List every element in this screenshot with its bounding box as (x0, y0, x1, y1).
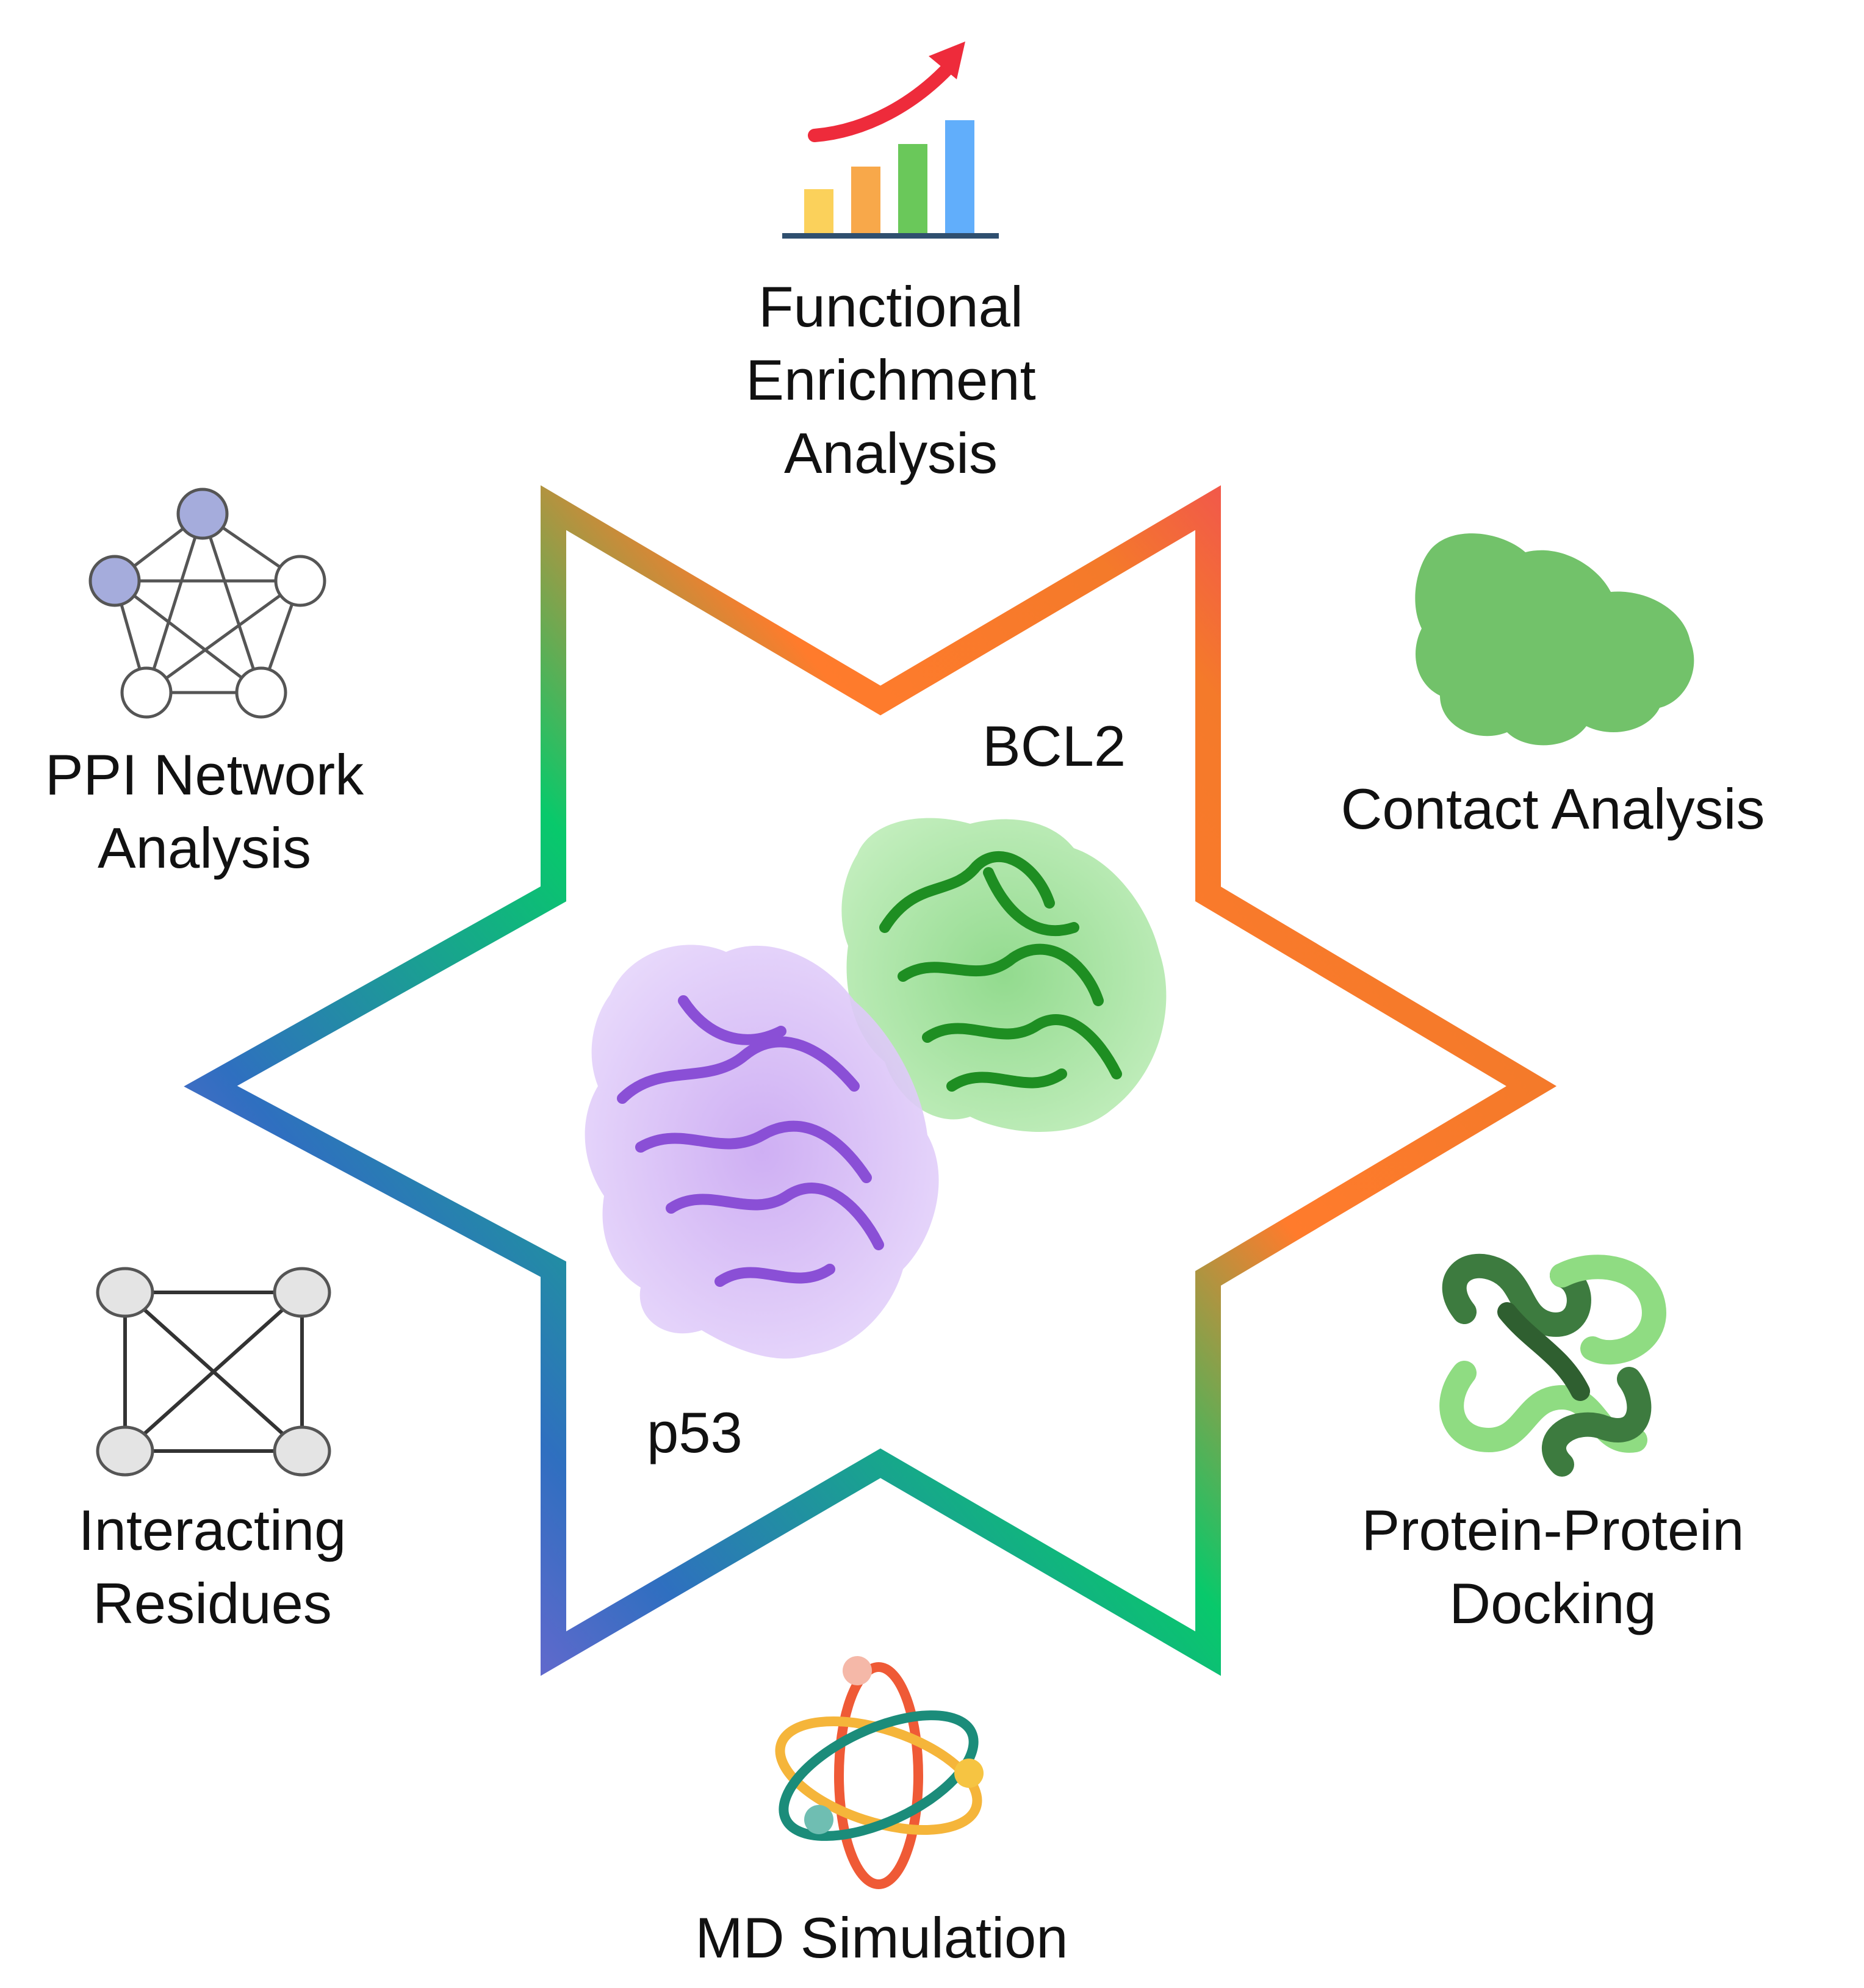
bar-chart-growth-icon (782, 41, 999, 239)
pentagon-network-icon (88, 488, 326, 719)
interacting-residues-line2: Residues (93, 1571, 332, 1635)
docking-line1: Protein-Protein (1362, 1498, 1744, 1562)
atom-orbit-icon (775, 1656, 984, 1889)
node-protein-protein-docking: Protein-Protein Docking (1362, 1253, 1744, 1635)
p53-protein-structure (585, 945, 939, 1359)
node-ppi-network: PPI Network Analysis (45, 488, 364, 880)
node-contact-analysis: Contact Analysis (1341, 533, 1765, 841)
protein-surface-icon (1415, 533, 1694, 746)
bcl2-label: BCL2 (982, 714, 1126, 778)
node-functional-enrichment: Functional Enrichment Analysis (746, 41, 1036, 485)
interacting-residues-line1: Interacting (79, 1498, 347, 1562)
bcl2-protein-structure (841, 818, 1167, 1132)
md-simulation-label: MD Simulation (695, 1906, 1068, 1970)
protein-ribbon-icon (1439, 1253, 1666, 1477)
star-outline (184, 485, 1557, 1676)
docking-line2: Docking (1449, 1571, 1657, 1635)
square-graph-icon (96, 1267, 331, 1477)
functional-enrichment-line3: Analysis (784, 421, 998, 485)
contact-analysis-label: Contact Analysis (1341, 777, 1765, 841)
functional-enrichment-line1: Functional (758, 275, 1023, 339)
node-md-simulation: MD Simulation (695, 1656, 1068, 1970)
functional-enrichment-line2: Enrichment (746, 348, 1035, 412)
ppi-network-line1: PPI Network (45, 743, 364, 807)
node-interacting-residues: Interacting Residues (79, 1267, 347, 1635)
p53-label: p53 (647, 1400, 743, 1464)
ppi-network-line2: Analysis (98, 816, 311, 880)
